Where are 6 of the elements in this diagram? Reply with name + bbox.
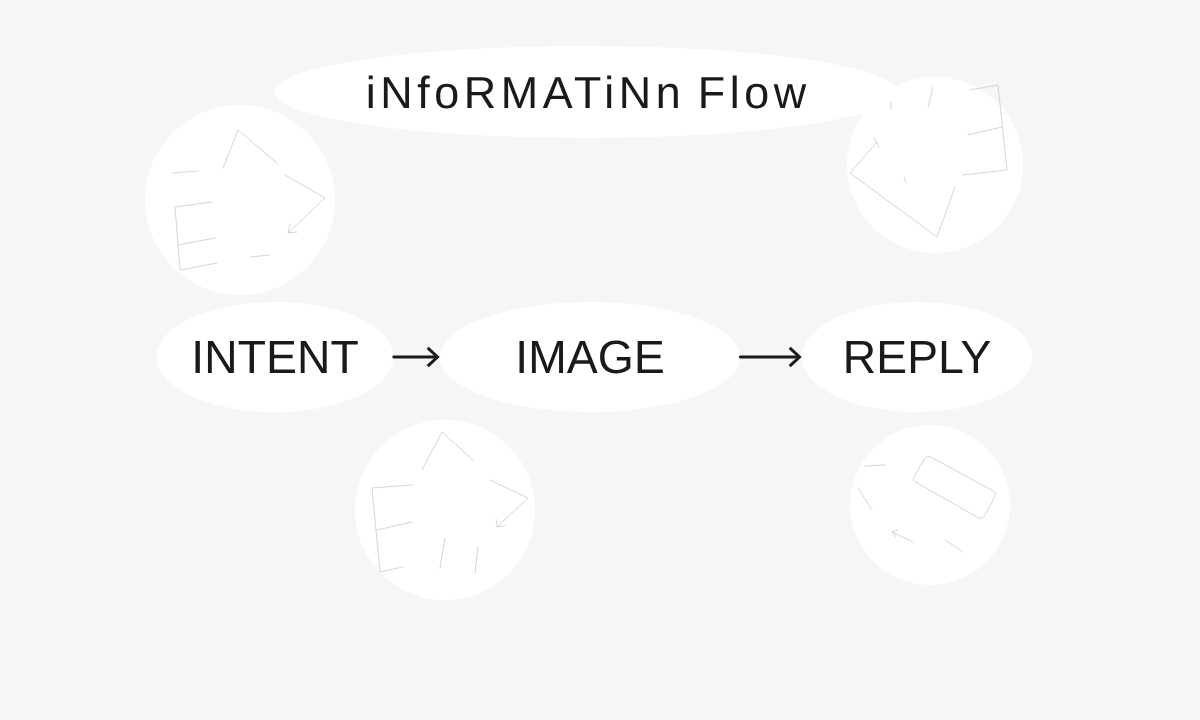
flow-step: IMAGE: [439, 301, 741, 412]
title: iNfoRMATiNn Flow: [274, 45, 898, 138]
flow-step: INTENT: [156, 301, 394, 412]
flow-step: REPLY: [802, 301, 1033, 412]
arrow: [392, 346, 440, 368]
arrow: [738, 346, 802, 368]
